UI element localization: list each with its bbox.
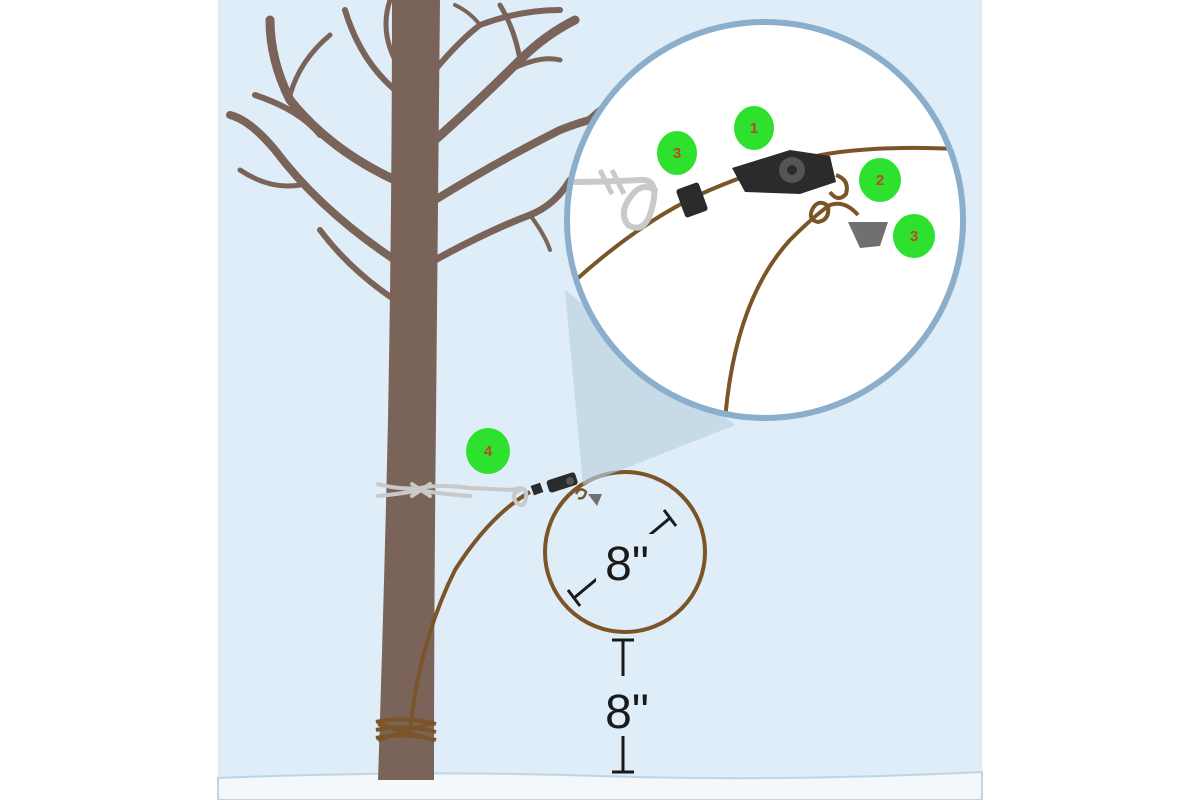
anchor-wire-wraps bbox=[375, 717, 437, 742]
snare-loop bbox=[543, 470, 707, 634]
callout-three-right: 3 bbox=[893, 214, 935, 258]
loop-diameter-label-bg bbox=[596, 534, 658, 586]
background-right-margin bbox=[982, 0, 1200, 800]
callout-two-label: 2 bbox=[876, 172, 884, 189]
callout-three-left-label: 3 bbox=[673, 145, 681, 162]
tie-cord bbox=[376, 482, 529, 508]
magnifier-inset: 1 3 2 3 bbox=[564, 19, 966, 421]
callout-four-label: 4 bbox=[484, 443, 493, 460]
callout-one-label: 1 bbox=[750, 120, 758, 137]
snare-lock-small bbox=[530, 472, 602, 506]
ground-clearance-label: 8" bbox=[605, 686, 649, 739]
support-wire bbox=[408, 490, 531, 731]
zoom-wire-eyelet bbox=[828, 173, 849, 200]
callout-two: 2 bbox=[859, 158, 901, 202]
zoom-lower-eyelet bbox=[808, 200, 831, 225]
callout-one: 1 bbox=[734, 106, 774, 150]
ground-clearance-dimension bbox=[612, 638, 634, 774]
loop-diameter-label: 8" bbox=[605, 538, 649, 591]
background-left-margin bbox=[0, 0, 218, 800]
zoom-ferrule bbox=[676, 182, 708, 218]
snow-ground bbox=[217, 770, 983, 800]
zoom-loop-wire bbox=[723, 201, 860, 415]
zoom-cord bbox=[570, 176, 658, 231]
magnifier-ring bbox=[564, 19, 966, 421]
zoom-end-stop bbox=[848, 222, 888, 248]
callout-three-right-label: 3 bbox=[910, 228, 918, 245]
callout-four: 4 bbox=[466, 428, 510, 474]
callout-three-left: 3 bbox=[657, 131, 697, 175]
tree-trunk bbox=[378, 0, 440, 780]
